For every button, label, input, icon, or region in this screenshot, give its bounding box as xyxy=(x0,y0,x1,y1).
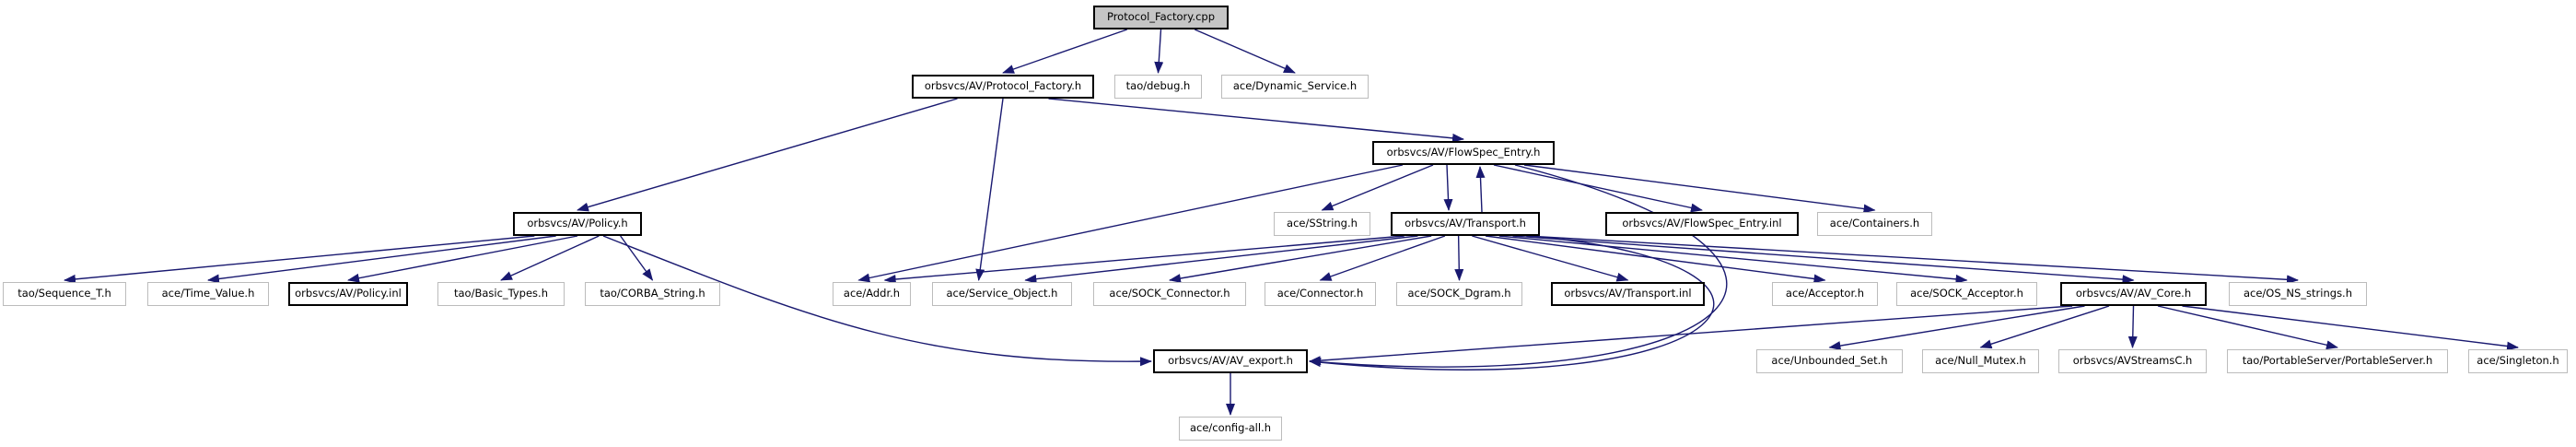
node-sock-connector-h: ace/SOCK_Connector.h xyxy=(1093,282,1246,306)
node-sstring-h: ace/SString.h xyxy=(1274,212,1370,236)
node-flowspec-entry-h[interactable]: orbsvcs/AV/FlowSpec_Entry.h xyxy=(1372,141,1555,165)
node-transport-h[interactable]: orbsvcs/AV/Transport.h xyxy=(1391,212,1540,236)
node-service-object-h: ace/Service_Object.h xyxy=(932,282,1072,306)
node-dynamic-service-h: ace/Dynamic_Service.h xyxy=(1221,75,1369,99)
node-sock-dgram-h: ace/SOCK_Dgram.h xyxy=(1396,282,1522,306)
node-policy-inl[interactable]: orbsvcs/AV/Policy.inl xyxy=(288,282,408,306)
node-unbounded-set-h: ace/Unbounded_Set.h xyxy=(1756,349,1903,373)
node-null-mutex-h: ace/Null_Mutex.h xyxy=(1922,349,2039,373)
node-corba-string-h: tao/CORBA_String.h xyxy=(585,282,720,306)
node-config-all-h: ace/config-all.h xyxy=(1179,417,1282,441)
node-connector-h: ace/Connector.h xyxy=(1265,282,1376,306)
node-containers-h: ace/Containers.h xyxy=(1817,212,1932,236)
node-av-core-h[interactable]: orbsvcs/AV/AV_Core.h xyxy=(2060,282,2207,306)
node-portableserver-h: tao/PortableServer/PortableServer.h xyxy=(2227,349,2448,373)
node-transport-inl[interactable]: orbsvcs/AV/Transport.inl xyxy=(1551,282,1705,306)
node-policy-h[interactable]: orbsvcs/AV/Policy.h xyxy=(513,212,642,236)
node-tao-debug-h: tao/debug.h xyxy=(1114,75,1202,99)
node-sock-acceptor-h: ace/SOCK_Acceptor.h xyxy=(1896,282,2037,306)
node-acceptor-h: ace/Acceptor.h xyxy=(1772,282,1878,306)
node-avstreamsc-h: orbsvcs/AVStreamsC.h xyxy=(2058,349,2207,373)
node-sequence-t-h: tao/Sequence_T.h xyxy=(3,282,126,306)
node-singleton-h: ace/Singleton.h xyxy=(2468,349,2568,373)
node-time-value-h: ace/Time_Value.h xyxy=(147,282,269,306)
node-protocol-factory-cpp: Protocol_Factory.cpp xyxy=(1093,6,1229,29)
node-av-export-h[interactable]: orbsvcs/AV/AV_export.h xyxy=(1153,349,1308,373)
node-addr-h: ace/Addr.h xyxy=(833,282,911,306)
node-basic-types-h: tao/Basic_Types.h xyxy=(437,282,565,306)
node-protocol-factory-h[interactable]: orbsvcs/AV/Protocol_Factory.h xyxy=(912,75,1094,99)
node-os-ns-strings-h: ace/OS_NS_strings.h xyxy=(2229,282,2367,306)
node-flowspec-entry-inl[interactable]: orbsvcs/AV/FlowSpec_Entry.inl xyxy=(1605,212,1799,236)
